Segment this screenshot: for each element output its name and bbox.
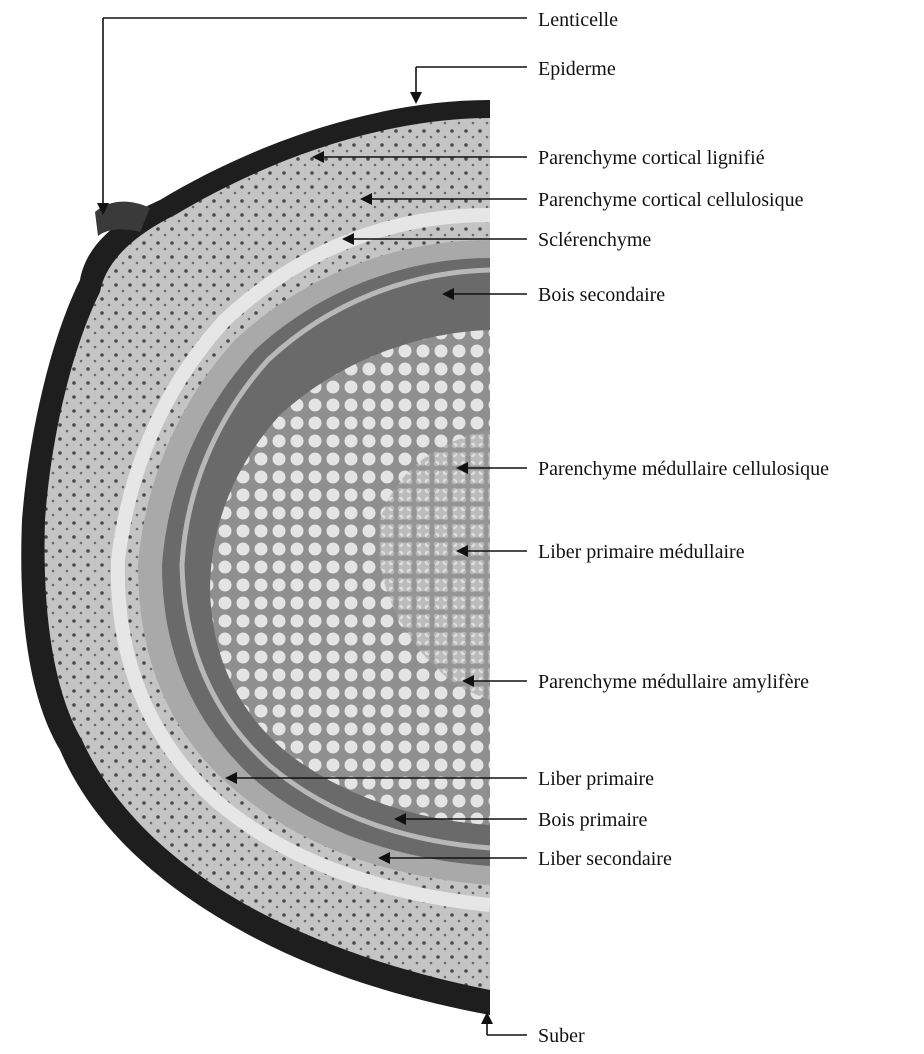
arrowhead-epiderme bbox=[410, 92, 422, 104]
label-bois-primaire: Bois primaire bbox=[538, 808, 647, 832]
label-parenchyme-cortical-lignifie: Parenchyme cortical lignifié bbox=[538, 146, 765, 170]
label-liber-secondaire: Liber secondaire bbox=[538, 847, 672, 871]
label-liber-primaire-medullaire: Liber primaire médullaire bbox=[538, 540, 745, 564]
label-sclerenchyme: Sclérenchyme bbox=[538, 228, 651, 252]
label-bois-secondaire: Bois secondaire bbox=[538, 283, 665, 307]
arrowhead-suber bbox=[481, 1012, 493, 1024]
label-liber-primaire: Liber primaire bbox=[538, 767, 654, 791]
label-lenticelle: Lenticelle bbox=[538, 8, 618, 32]
label-parenchyme-cortical-cellulosique: Parenchyme cortical cellulosique bbox=[538, 188, 803, 212]
label-parenchyme-medullaire-cellulosique: Parenchyme médullaire cellulosique bbox=[538, 457, 829, 481]
label-suber: Suber bbox=[538, 1024, 585, 1048]
label-parenchyme-medullaire-amylifere: Parenchyme médullaire amylifère bbox=[538, 670, 809, 694]
label-epiderme: Epiderme bbox=[538, 57, 616, 81]
